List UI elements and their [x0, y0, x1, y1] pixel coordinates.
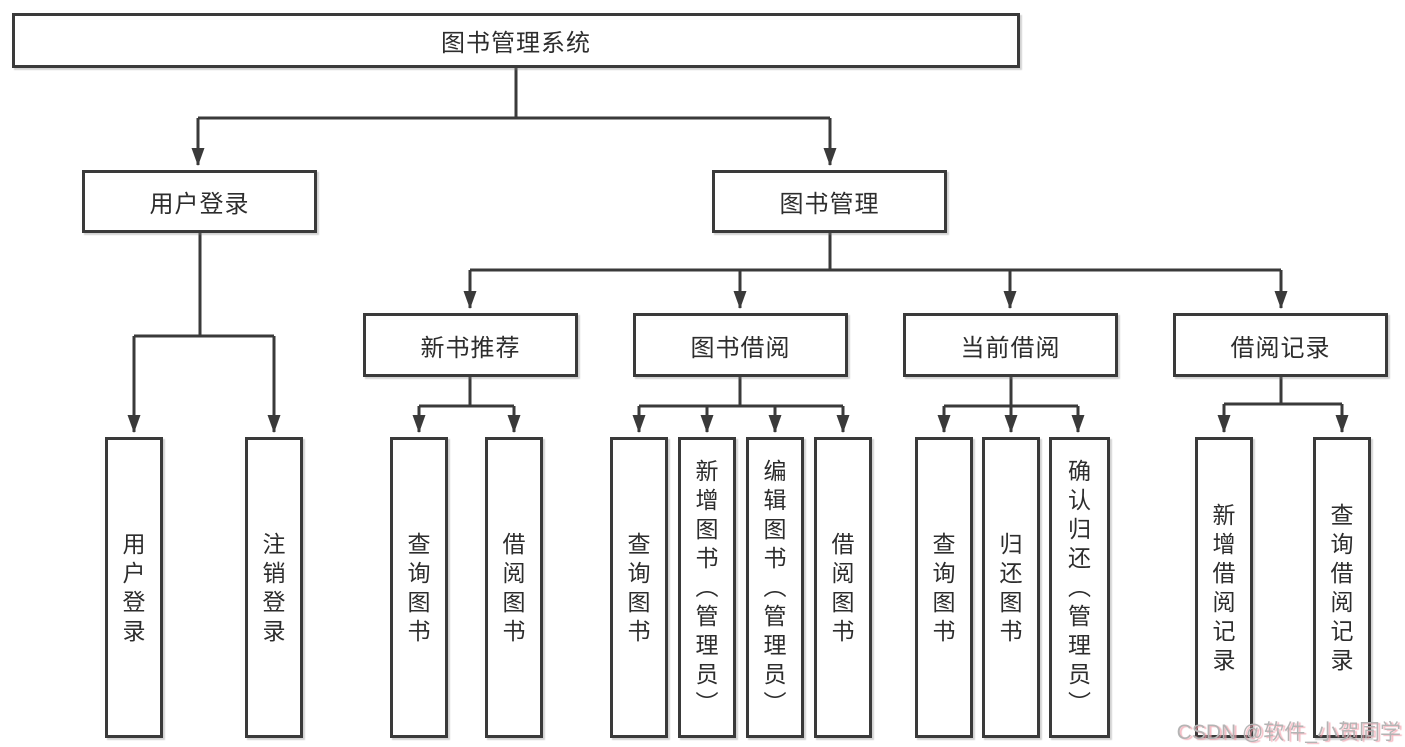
leaf-user-login: 用户登录 — [105, 437, 163, 738]
leaf-bb-borrow-book: 借阅图书 — [814, 437, 872, 738]
node-borrowing-records: 借阅记录 — [1173, 313, 1388, 377]
node-library-management-system: 图书管理系统 — [12, 13, 1020, 68]
leaf-cb-query-book: 查询图书 — [915, 437, 973, 738]
leaf-br-add-record: 新增借阅记录 — [1195, 437, 1253, 738]
leaf-nbr-borrow-book: 借阅图书 — [485, 437, 543, 738]
node-new-book-recommendation: 新书推荐 — [363, 313, 578, 377]
leaf-bb-edit-book-admin: 编辑图书︵管理员︶ — [746, 437, 804, 738]
leaf-bb-add-book-admin: 新增图书︵管理员︶ — [678, 437, 736, 738]
leaf-nbr-query-book: 查询图书 — [390, 437, 448, 738]
node-book-borrowing: 图书借阅 — [633, 313, 848, 377]
node-user-login: 用户登录 — [82, 170, 317, 233]
leaf-br-query-record: 查询借阅记录 — [1313, 437, 1371, 738]
leaf-bb-query-book: 查询图书 — [610, 437, 668, 738]
node-current-borrowing: 当前借阅 — [903, 313, 1118, 377]
csdn-watermark: CSDN @软件_小贺同学 — [1176, 721, 1401, 744]
leaf-logout: 注销登录 — [245, 437, 303, 738]
node-book-management: 图书管理 — [712, 170, 947, 233]
leaf-cb-return-book: 归还图书 — [982, 437, 1040, 738]
leaf-cb-confirm-return-admin: 确认归还︵管理员︶ — [1049, 437, 1110, 738]
